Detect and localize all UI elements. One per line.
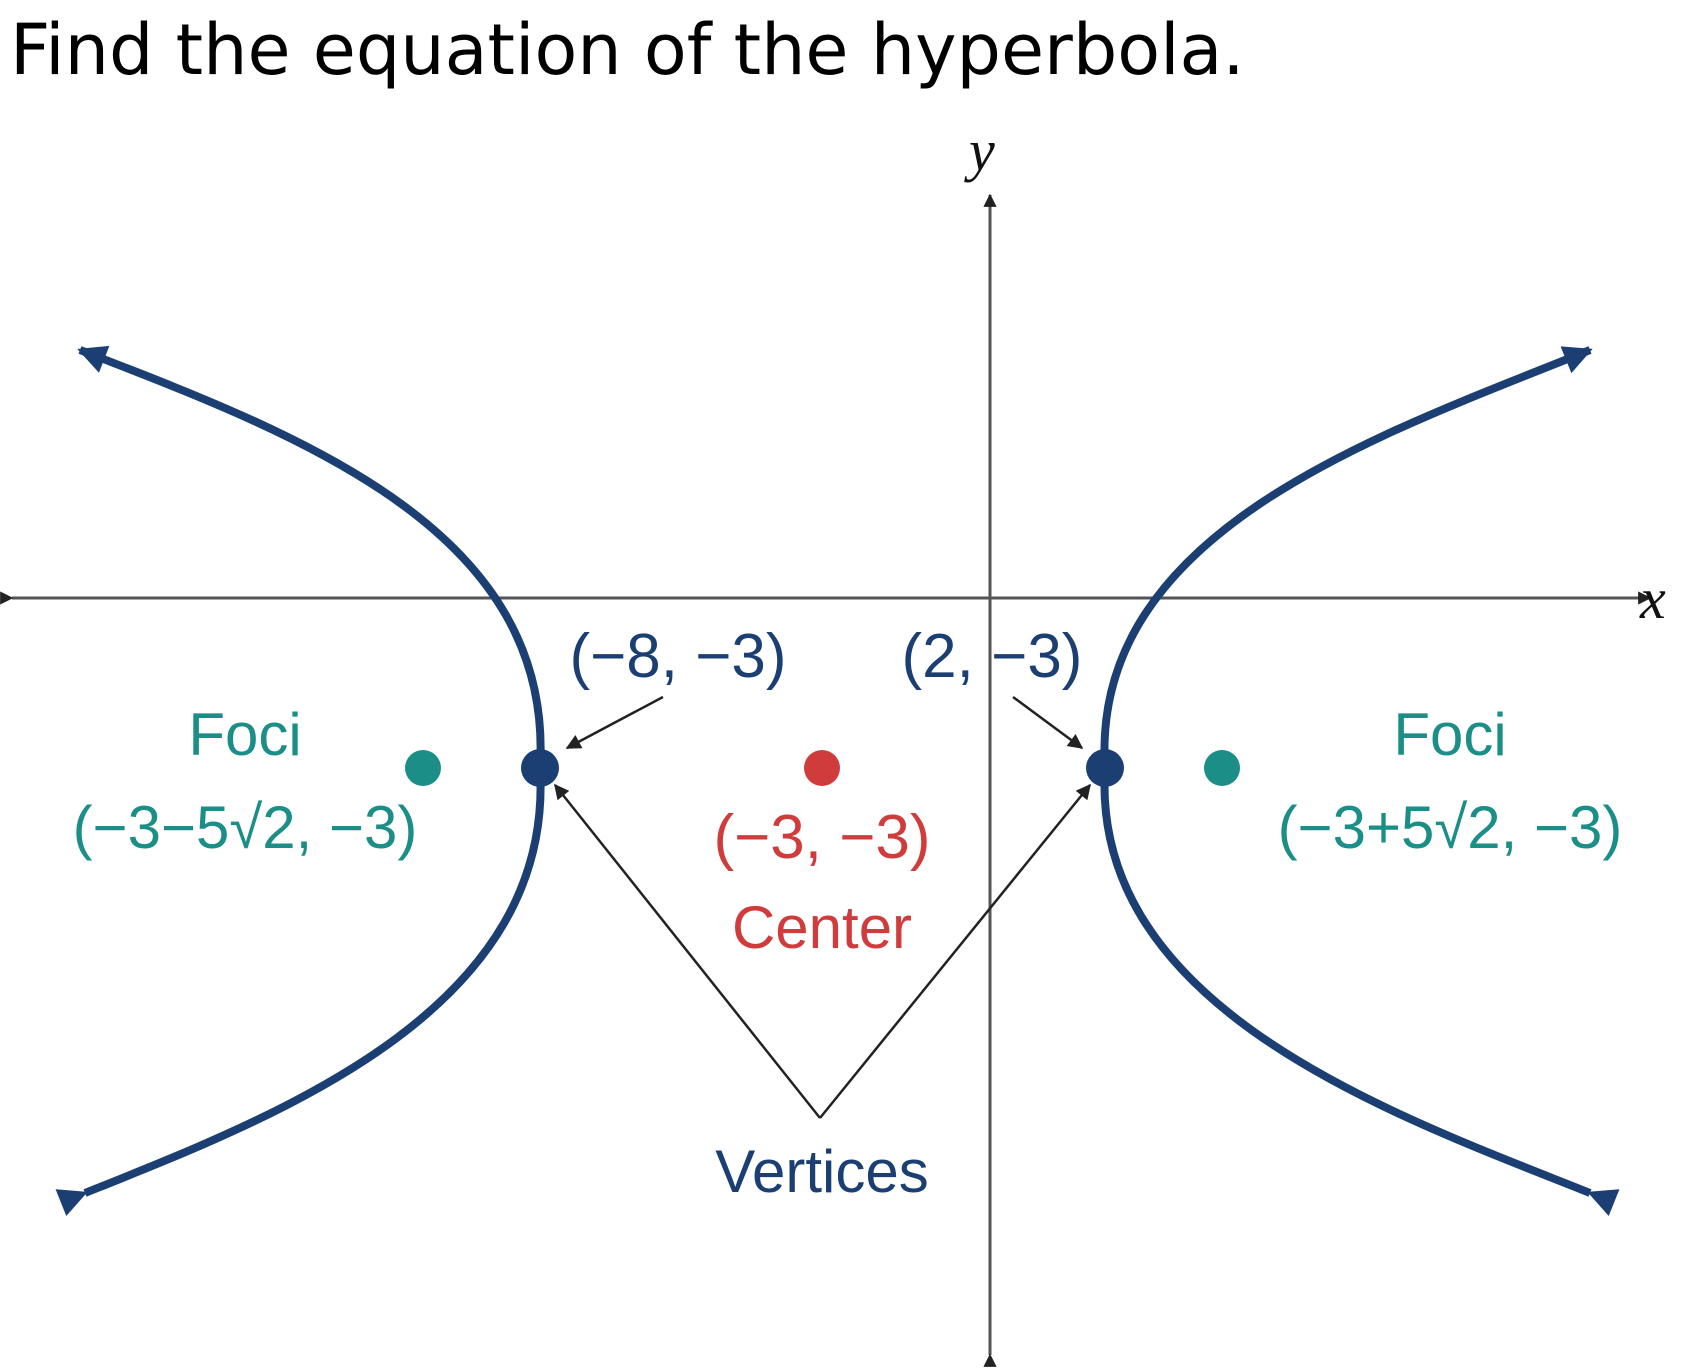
y-axis-label: y bbox=[964, 118, 995, 183]
center-point bbox=[804, 750, 840, 786]
center-label: Center bbox=[732, 894, 912, 961]
center-coords: (−3, −3) bbox=[713, 803, 930, 872]
right-vertex-point bbox=[1086, 749, 1124, 787]
vertices-pointer-left bbox=[554, 783, 821, 1119]
right-vertex-coords: (2, −3) bbox=[902, 622, 1083, 691]
left-vertex-pointer bbox=[565, 695, 664, 750]
right-vertex-pointer bbox=[1012, 695, 1084, 750]
left-focus-point bbox=[405, 750, 441, 786]
left-foci-coords: (−3−5√2, −3) bbox=[73, 794, 418, 861]
right-focus-point bbox=[1204, 750, 1240, 786]
left-vertex-point bbox=[521, 749, 559, 787]
question-text: Find the equation of the hyperbola. bbox=[10, 9, 1245, 91]
x-axis-label: x bbox=[1639, 566, 1666, 631]
hyperbola-right-branch bbox=[1100, 346, 1620, 1216]
hyperbola-left-branch bbox=[55, 345, 545, 1216]
left-vertex-coords: (−8, −3) bbox=[569, 622, 786, 691]
vertices-label: Vertices bbox=[715, 1138, 928, 1205]
left-foci-label: Foci bbox=[188, 701, 301, 768]
vertices-pointer-right bbox=[819, 783, 1091, 1119]
right-foci-coords: (−3+5√2, −3) bbox=[1278, 794, 1623, 861]
right-foci-label: Foci bbox=[1393, 701, 1506, 768]
